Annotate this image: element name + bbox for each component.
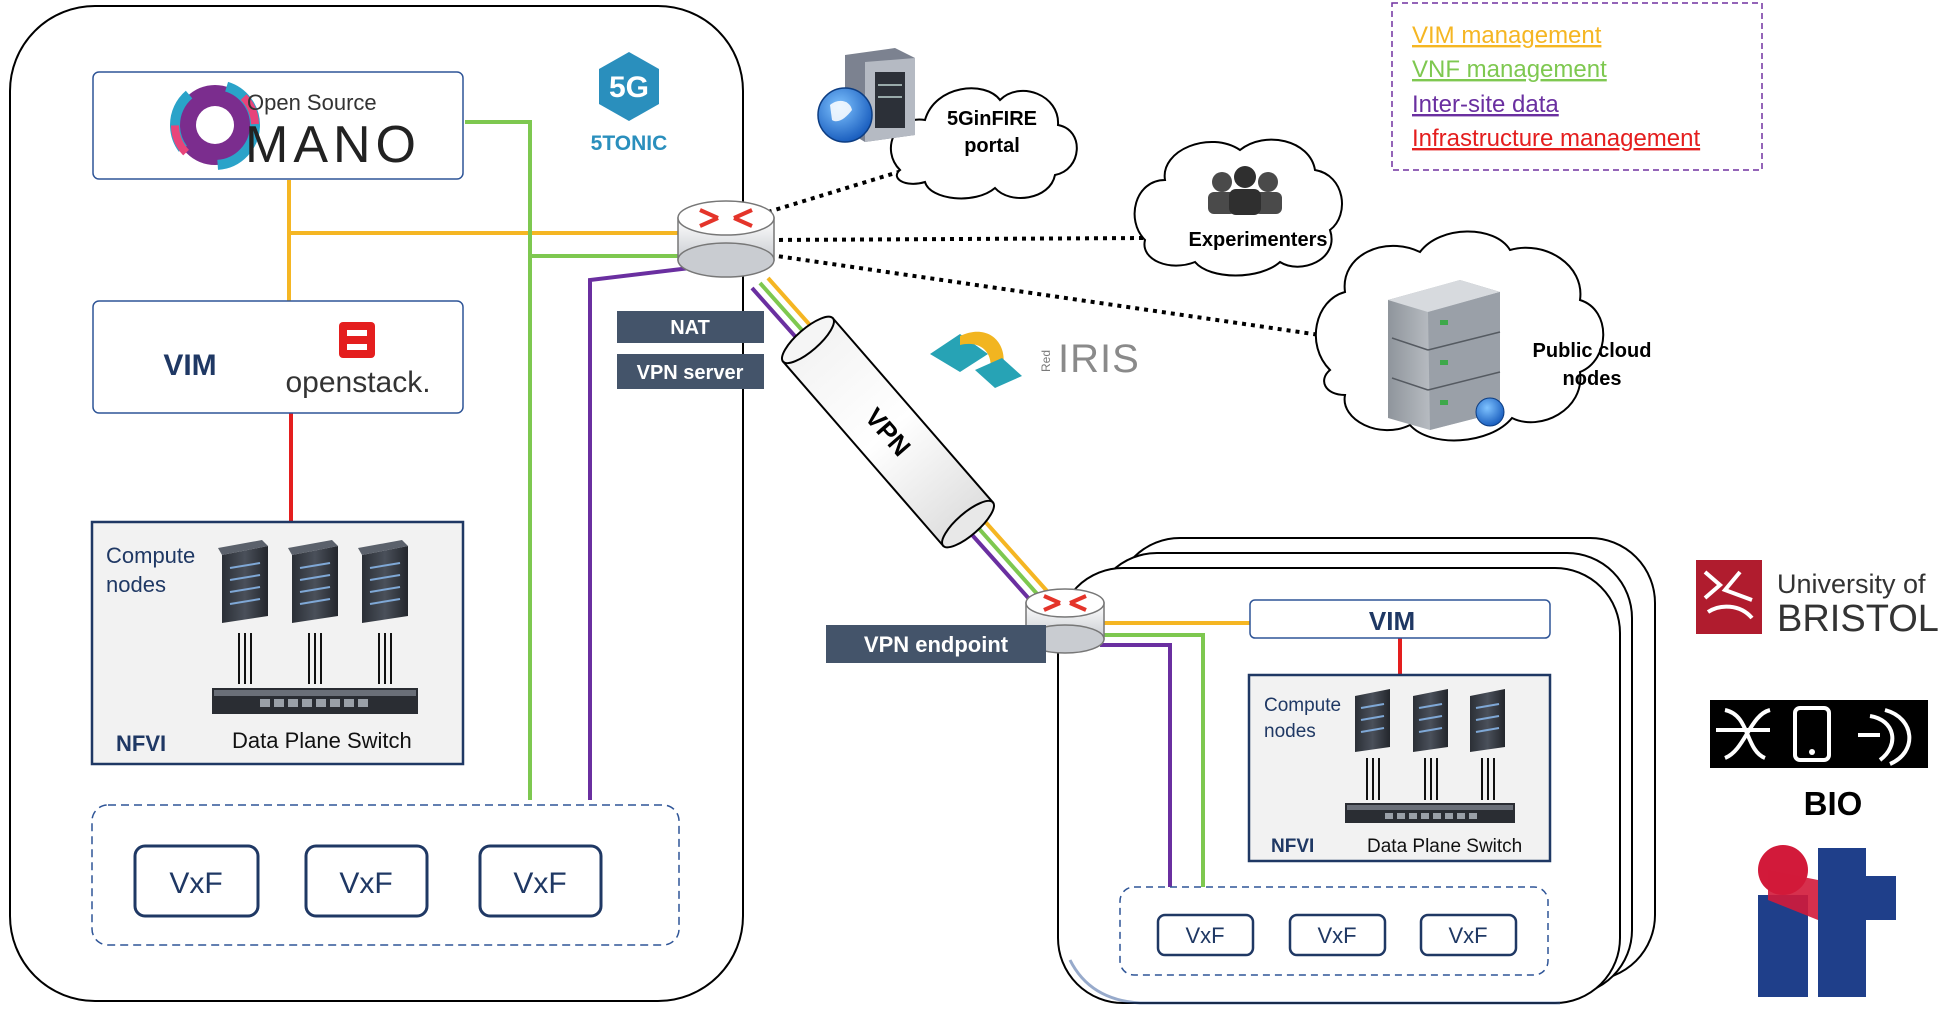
- svg-text:VIM: VIM: [1369, 606, 1415, 636]
- rediris-shape-icon: [930, 334, 988, 372]
- server-icon: [1413, 689, 1448, 752]
- main-site-links: [287, 120, 691, 800]
- svg-text:VxF: VxF: [1317, 923, 1356, 948]
- switch-label: Data Plane Switch: [232, 728, 412, 753]
- compute-servers-main: [218, 540, 408, 623]
- bio-logo: BIO: [1710, 700, 1928, 822]
- globe-icon: [1475, 397, 1505, 427]
- server-cables-remote: [1366, 758, 1495, 800]
- server-icon: [1355, 689, 1390, 752]
- bio-icon: [1710, 700, 1928, 768]
- fivetonic-hex-icon: [599, 52, 659, 121]
- portal-server-icon: [845, 48, 915, 142]
- mano-box: Open Source MANO: [92, 71, 464, 180]
- data-plane-switch-icon: [1345, 803, 1515, 823]
- svg-text:5GinFIRE: 5GinFIRE: [947, 108, 1037, 130]
- server-rack-icon: [1388, 280, 1501, 430]
- server-cables-main: [238, 633, 392, 684]
- svg-text:5G: 5G: [609, 71, 649, 104]
- mano-bottom-label: MANO: [245, 116, 421, 174]
- server-icon: [218, 540, 268, 623]
- vxf-box: VxF: [304, 844, 429, 918]
- vxf-area-remote: VxF VxF VxF: [1119, 886, 1549, 976]
- openstack-label: openstack.: [285, 366, 430, 399]
- vxf-box: VxF: [1288, 913, 1387, 957]
- compute-label-1: Compute: [106, 543, 195, 568]
- legend-vim-mgmt: VIM management: [1412, 22, 1602, 49]
- svg-text:University of: University of: [1777, 569, 1926, 599]
- openstack-icon: [339, 322, 375, 358]
- vxf-box: VxF: [478, 844, 603, 918]
- public-cloud: Public cloud nodes: [1314, 230, 1652, 442]
- data-plane-switch-icon: [212, 688, 418, 714]
- compute-label-2: nodes: [106, 572, 166, 597]
- svg-text:VxF: VxF: [513, 867, 566, 900]
- compute-servers-remote: [1355, 689, 1505, 752]
- nat-badge: NAT: [617, 311, 764, 343]
- server-icon: [288, 540, 338, 623]
- mano-top-label: Open Source: [247, 90, 377, 115]
- svg-text:Data Plane Switch: Data Plane Switch: [1367, 836, 1522, 857]
- svg-text:portal: portal: [964, 135, 1020, 157]
- rediris-label: IRIS: [1058, 337, 1140, 381]
- nfvi-box-main: Compute nodes: [90, 520, 465, 766]
- svg-text:BRISTOL: BRISTOL: [1777, 598, 1939, 640]
- bristol-logo: University of BRISTOL: [1696, 560, 1939, 640]
- router-icon: [677, 200, 775, 278]
- svg-text:VxF: VxF: [1185, 923, 1224, 948]
- legend-infra-mgmt: Infrastructure management: [1412, 125, 1700, 152]
- svg-text:nodes: nodes: [1264, 721, 1316, 742]
- svg-text:nodes: nodes: [1563, 368, 1622, 390]
- fivetonic-logo: 5G 5TONIC: [591, 52, 668, 155]
- it-logo-icon: [1758, 845, 1896, 997]
- people-icon: [1208, 166, 1282, 215]
- remote-site-links: [1100, 621, 1402, 887]
- vxf-box: VxF: [133, 844, 260, 918]
- svg-text:BIO: BIO: [1804, 785, 1863, 822]
- svg-text:VPN server: VPN server: [637, 362, 744, 384]
- legend-intersite-data: Inter-site data: [1412, 91, 1559, 118]
- svg-text:VPN endpoint: VPN endpoint: [864, 632, 1009, 657]
- server-icon: [1470, 689, 1505, 752]
- intersite-data-link-main: [588, 266, 691, 800]
- osm-logo-icon: [170, 80, 260, 170]
- portal-cloud: 5GinFIRE portal: [817, 48, 1078, 200]
- svg-text:Experimenters: Experimenters: [1189, 229, 1328, 251]
- vxf-box: VxF: [1156, 913, 1255, 957]
- svg-text:VxF: VxF: [169, 867, 222, 900]
- vim-label: VIM: [163, 349, 216, 382]
- experimenters-cloud: Experimenters: [1133, 138, 1343, 277]
- server-icon: [358, 540, 408, 623]
- remote-vim-box: VIM: [1249, 599, 1551, 639]
- vnf-mgmt-link-main: [465, 120, 532, 800]
- svg-text:VxF: VxF: [1448, 923, 1487, 948]
- vxf-box: VxF: [1419, 913, 1518, 957]
- vpn-tunnel: VPN: [781, 315, 995, 549]
- vpn-server-badge: VPN server: [617, 354, 764, 389]
- nfvi-label: NFVI: [116, 731, 166, 756]
- legend-vnf-mgmt: VNF management: [1412, 56, 1607, 83]
- rediris-logo: Red IRIS: [930, 331, 1140, 388]
- rediris-small-label: Red: [1039, 350, 1053, 372]
- vpn-endpoint-badge: VPN endpoint: [826, 625, 1046, 663]
- svg-text:NAT: NAT: [670, 317, 710, 339]
- vim-box: VIM openstack.: [92, 300, 464, 414]
- svg-text:Public cloud: Public cloud: [1533, 340, 1652, 362]
- nfvi-box-remote: Compute nodes: [1247, 673, 1552, 863]
- legend: VIM management VNF management Inter-site…: [1391, 2, 1763, 171]
- vxf-area-main: VxF VxF VxF: [91, 804, 680, 946]
- svg-text:VxF: VxF: [339, 867, 392, 900]
- fivetonic-label: 5TONIC: [591, 132, 668, 155]
- svg-text:Compute: Compute: [1264, 695, 1341, 716]
- svg-text:NFVI: NFVI: [1271, 836, 1314, 857]
